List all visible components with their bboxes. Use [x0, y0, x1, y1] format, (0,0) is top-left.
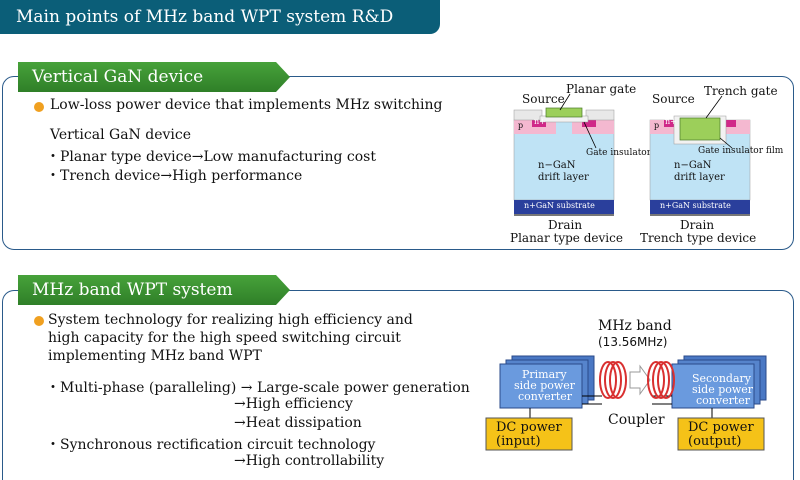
primary-converter-line1: Primary — [522, 368, 567, 381]
wpt-system-diagram — [485, 355, 767, 451]
section2-item-efficiency: →High efficiency — [234, 396, 353, 412]
trench-p-left: p — [654, 121, 660, 130]
section2-bullet-text: System technology for realizing high eff… — [48, 312, 413, 364]
planar-caption: Planar type device — [510, 231, 623, 245]
trench-gate-label: Trench gate — [704, 84, 778, 98]
section-heading-mhz-wpt: MHz band WPT system — [18, 275, 290, 305]
planar-insulator-label: Gate insulator film — [586, 148, 672, 158]
dc-output-line1: DC power — [688, 420, 754, 435]
trench-drift-line1: n−GaN — [674, 160, 712, 171]
planar-source-label: Source — [522, 92, 565, 106]
dc-output-line2: (output) — [688, 434, 742, 449]
planar-substrate-label: n+GaN substrate — [524, 201, 595, 210]
primary-converter-line3: converter — [518, 390, 573, 403]
coupler-label: Coupler — [608, 412, 665, 428]
secondary-converter-line3: converter — [696, 394, 751, 407]
trench-nplus-left: n+ — [665, 117, 677, 126]
primary-converter-line2: side power — [514, 379, 576, 392]
trench-drift-line2: drift layer — [674, 172, 725, 183]
dc-input-line1: DC power — [496, 420, 562, 435]
trench-source-label: Source — [652, 92, 695, 106]
trench-insulator-label: Gate insulator film — [698, 146, 784, 156]
planar-p-left: p — [518, 121, 524, 130]
trench-substrate-label: n+GaN substrate — [660, 201, 731, 210]
planar-gate-label: Planar gate — [566, 82, 637, 96]
section1-bullet-text: Low-loss power device that implements MH… — [50, 97, 443, 113]
section-heading-vertical-gan: Vertical GaN device — [18, 62, 290, 92]
section1-item-planar: ・Planar type device→Low manufacturing co… — [46, 149, 376, 165]
dc-input-line2: (input) — [496, 434, 541, 449]
band-frequency-label: (13.56MHz) — [598, 335, 668, 349]
secondary-converter-line2: side power — [692, 383, 754, 396]
section-mhz-wpt — [2, 290, 794, 480]
trench-device-diagram — [649, 95, 751, 216]
planar-drain-label: Drain — [548, 218, 583, 232]
page-title: Main points of MHz band WPT system R&D — [0, 0, 440, 34]
bullet-dot — [34, 102, 44, 112]
band-label: MHz band — [598, 318, 672, 334]
section2-item-heat: →Heat dissipation — [234, 415, 362, 431]
planar-drift-line1: n−GaN — [538, 160, 576, 171]
bullet-dot — [34, 316, 44, 326]
section2-item-control: →High controllability — [234, 453, 385, 469]
secondary-converter-line1: Secondary — [692, 372, 751, 385]
planar-nplus-left: n+ — [534, 117, 546, 126]
planar-drift-line2: drift layer — [538, 172, 589, 183]
section1-item-trench: ・Trench device→High performance — [46, 168, 303, 184]
trench-caption: Trench type device — [640, 231, 757, 245]
section2-item-multiphase: ・Multi-phase (paralleling) → Large-scale… — [46, 380, 470, 396]
section2-item-sync: ・Synchronous rectification circuit techn… — [46, 437, 376, 453]
section1-subtitle: Vertical GaN device — [50, 127, 192, 143]
trench-drain-label: Drain — [680, 218, 715, 232]
planar-device-diagram — [513, 93, 615, 216]
